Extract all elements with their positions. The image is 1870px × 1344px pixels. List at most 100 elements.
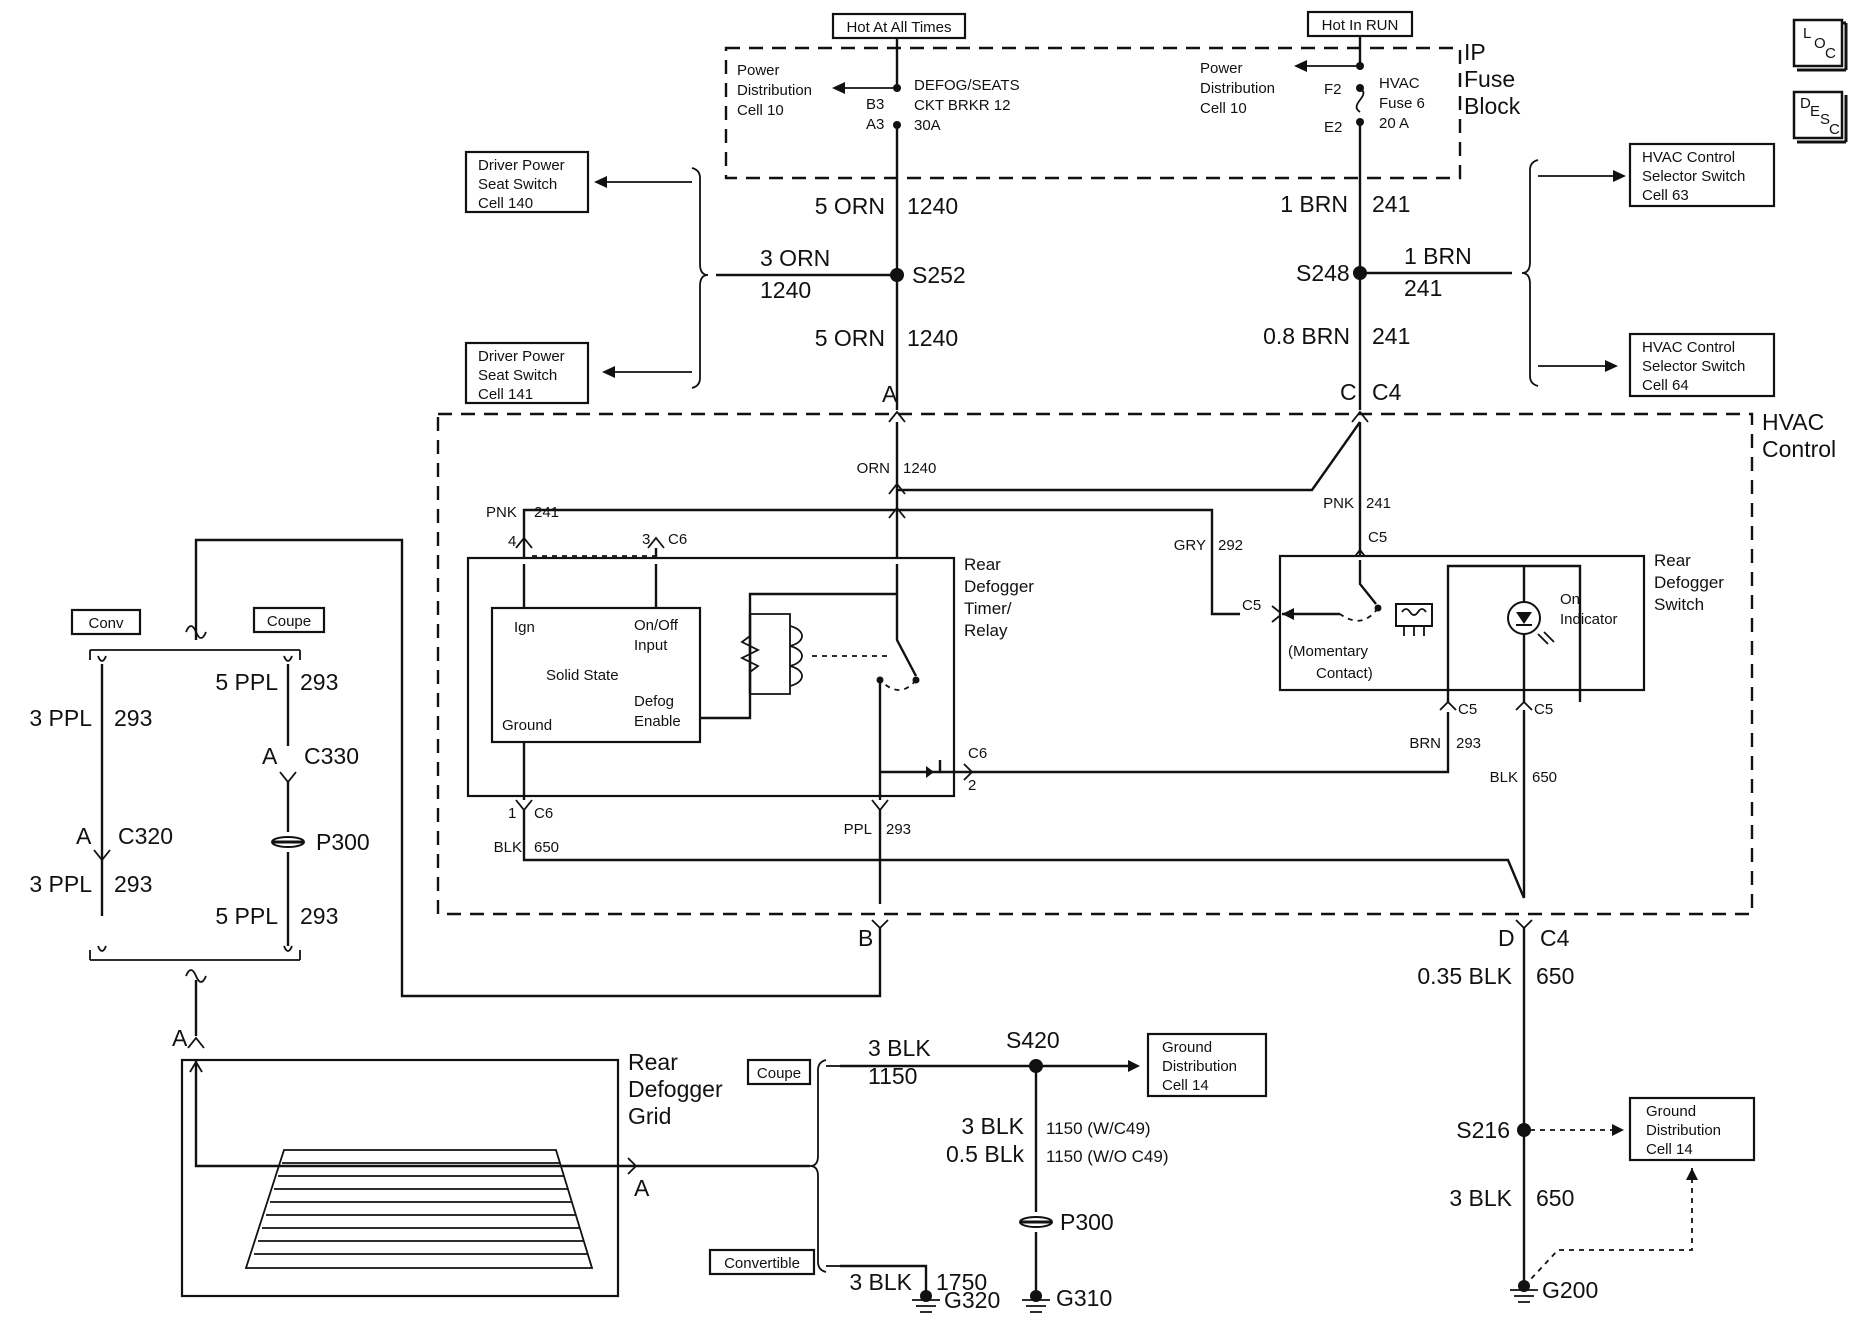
ref-driver-power-seat-141[interactable]: Driver Power Seat Switch Cell 141 (464, 341, 590, 405)
rear-defogger-grid-frame (180, 1058, 620, 1298)
svg-text:Block: Block (1464, 93, 1521, 119)
svg-text:Cell 14: Cell 14 (1162, 1077, 1209, 1094)
svg-text:E2: E2 (1324, 119, 1342, 136)
svg-text:Convertible: Convertible (724, 1255, 800, 1272)
solid-state-label: Solid State (546, 667, 619, 684)
svg-text:Conv: Conv (88, 615, 124, 632)
svg-text:HVAC Control: HVAC Control (1642, 149, 1735, 166)
connector-c330: A C330 (262, 743, 359, 769)
svg-text:3 PPL: 3 PPL (29, 705, 92, 731)
svg-text:Control: Control (1762, 436, 1836, 462)
svg-text:0.35 BLK: 0.35 BLK (1417, 963, 1512, 989)
g200-label: G200 (1542, 1277, 1598, 1303)
ref-hvac-selector-64[interactable]: HVAC Control Selector Switch Cell 64 (1628, 332, 1776, 398)
hot-in-run-tag: Hot In RUN (1306, 10, 1414, 38)
s252-label: S252 (912, 262, 966, 288)
c5-blk-label: C5 (1534, 701, 1553, 718)
wire-label-ppl-out: PPL 293 (844, 821, 911, 838)
svg-text:A: A (76, 823, 92, 849)
c4-top-label: C4 (1372, 379, 1402, 405)
svg-text:1150: 1150 (868, 1063, 917, 1089)
indicator-label: On Indicator (1560, 591, 1618, 628)
svg-text:293: 293 (114, 705, 152, 731)
svg-text:Contact): Contact) (1316, 665, 1373, 682)
svg-text:A3: A3 (866, 116, 884, 133)
svg-text:PPL: PPL (844, 821, 872, 838)
timer-relay-label: Rear Defogger Timer/ Relay (964, 555, 1034, 640)
pass-through-p300b (1019, 1216, 1053, 1228)
relay-coil (789, 625, 803, 687)
g310-label: G310 (1056, 1285, 1112, 1311)
svg-text:5 PPL: 5 PPL (215, 903, 278, 929)
power-distribution-ref-right: Power Distribution Cell 10 (1200, 60, 1275, 117)
wire-label-blk1150: 3 BLK 1150 (868, 1035, 931, 1089)
svg-text:Seat Switch: Seat Switch (478, 176, 557, 193)
svg-text:Cell 10: Cell 10 (737, 102, 784, 119)
svg-text:E: E (1810, 103, 1820, 120)
ref-hvac-selector-63[interactable]: HVAC Control Selector Switch Cell 63 (1628, 142, 1776, 208)
pin4-label: 4 (508, 533, 516, 550)
svg-text:Defogger: Defogger (628, 1076, 723, 1102)
svg-text:Coupe: Coupe (267, 613, 311, 630)
svg-text:Rear: Rear (1654, 551, 1691, 570)
wire-label-ppl5b: 5 PPL 293 (215, 903, 338, 929)
conn-d-label: D (1498, 925, 1515, 951)
s420-label: S420 (1006, 1027, 1060, 1053)
svg-text:241: 241 (1404, 275, 1442, 301)
svg-text:Defogger: Defogger (964, 577, 1034, 596)
svg-text:S: S (1820, 111, 1830, 128)
wire-label-pnk-left: PNK 241 (486, 504, 559, 521)
svg-text:241: 241 (1372, 191, 1410, 217)
g320-label: G320 (944, 1287, 1000, 1313)
svg-text:3 BLK: 3 BLK (1449, 1185, 1512, 1211)
wire-label-ppl5a: 5 PPL 293 (215, 669, 338, 695)
svg-text:Relay: Relay (964, 621, 1008, 640)
loc-button[interactable]: L O C (1792, 18, 1848, 72)
svg-text:30A: 30A (914, 117, 941, 134)
svg-text:BRN: BRN (1409, 735, 1441, 752)
svg-text:(Momentary: (Momentary (1288, 643, 1369, 660)
svg-text:Rear: Rear (964, 555, 1001, 574)
fuse-block-title: IP Fuse Block (1464, 39, 1521, 119)
desc-button[interactable]: D E S C (1792, 90, 1848, 144)
hvac-control-outline (436, 412, 1754, 916)
wire-label-blk1150b: 3 BLK 1150 (W/C49) (961, 1113, 1150, 1139)
ref-ground-distribution-a[interactable]: Ground Distribution Cell 14 (1146, 1032, 1268, 1098)
ground-label: Ground (502, 717, 552, 734)
c5-brn-label: C5 (1458, 701, 1477, 718)
svg-text:Indicator: Indicator (1560, 611, 1618, 628)
rear-defogger-switch (1278, 554, 1646, 692)
grid-a-label: A (172, 1025, 188, 1051)
svg-text:A: A (262, 743, 278, 769)
svg-text:5 PPL: 5 PPL (215, 669, 278, 695)
svg-text:Hot At All Times: Hot At All Times (846, 19, 951, 36)
ref-ground-distribution-b[interactable]: Ground Distribution Cell 14 (1628, 1096, 1756, 1162)
p300a-label: P300 (316, 829, 370, 855)
svg-text:3 PPL: 3 PPL (29, 871, 92, 897)
svg-text:Timer/: Timer/ (964, 599, 1012, 618)
svg-text:Seat Switch: Seat Switch (478, 367, 557, 384)
c6-pin2-num: 2 (968, 777, 976, 794)
svg-text:DEFOG/SEATS: DEFOG/SEATS (914, 77, 1020, 94)
svg-text:5 ORN: 5 ORN (815, 325, 885, 351)
ign-label: Ign (514, 619, 535, 636)
svg-text:B3: B3 (866, 96, 884, 113)
svg-text:Distribution: Distribution (1162, 1058, 1237, 1075)
svg-text:241: 241 (1372, 323, 1410, 349)
svg-text:293: 293 (1456, 735, 1481, 752)
wire-label-blk-left: BLK 650 (494, 839, 559, 856)
c6-pin2-label: C6 (968, 745, 987, 762)
p300b-label: P300 (1060, 1209, 1114, 1235)
svg-text:1 BRN: 1 BRN (1404, 243, 1472, 269)
svg-text:HVAC: HVAC (1379, 75, 1420, 92)
fuse-block-outline (724, 46, 1462, 180)
svg-text:BLK: BLK (1490, 769, 1518, 786)
conn-b-label: B (858, 925, 873, 951)
wire-label-pnk-right: PNK 241 (1323, 495, 1391, 512)
svg-text:Ground: Ground (1646, 1103, 1696, 1120)
svg-text:241: 241 (534, 504, 559, 521)
ref-driver-power-seat-140[interactable]: Driver Power Seat Switch Cell 140 (464, 150, 590, 214)
svg-text:L: L (1803, 25, 1811, 42)
hvac-control-title: HVAC Control (1762, 409, 1836, 462)
